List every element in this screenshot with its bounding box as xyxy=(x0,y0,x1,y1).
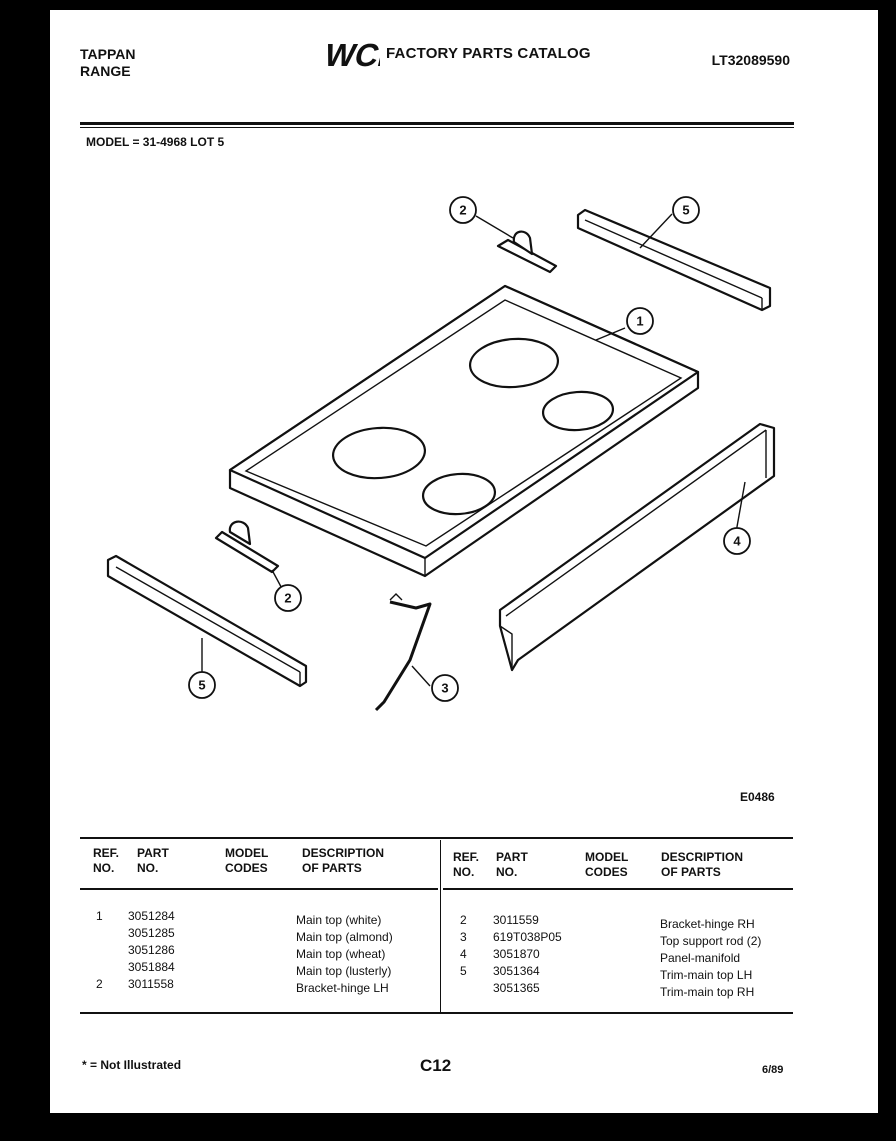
header-rule-thin xyxy=(80,127,794,128)
table-header-rule-left xyxy=(80,888,438,890)
parts-catalog-page: TAPPAN RANGE WCI FACTORY PARTS CATALOG L… xyxy=(50,10,878,1113)
header-ref-no-right: REF.NO. xyxy=(453,850,480,879)
brand-name: TAPPAN xyxy=(80,46,136,62)
bracket-hinge-rh-part xyxy=(496,230,558,274)
svg-text:5: 5 xyxy=(682,203,689,218)
catalog-header: WCI FACTORY PARTS CATALOG xyxy=(320,36,591,70)
wci-logo-icon: WCI xyxy=(321,37,380,70)
svg-text:1: 1 xyxy=(636,314,643,329)
svg-text:3: 3 xyxy=(441,681,448,696)
svg-text:2: 2 xyxy=(284,591,291,606)
trim-rh-part xyxy=(576,208,772,312)
callout-1: 1 xyxy=(626,307,654,335)
table-divider xyxy=(440,840,441,1012)
exploded-parts-diagram: 1 2 2 3 4 5 5 xyxy=(106,196,776,712)
bracket-hinge-lh-part xyxy=(214,520,280,574)
product-type: RANGE xyxy=(80,63,131,79)
not-illustrated-note: * = Not Illustrated xyxy=(82,1058,182,1072)
table-top-rule xyxy=(80,837,793,839)
page-code: C12 xyxy=(420,1056,452,1075)
support-rod-part xyxy=(374,593,432,712)
revision-date: 6/89 xyxy=(762,1064,784,1076)
callout-5-top: 5 xyxy=(672,196,700,224)
header-rule xyxy=(80,122,794,125)
table-header-rule-right xyxy=(443,888,793,890)
svg-text:5: 5 xyxy=(198,678,205,693)
catalog-title: FACTORY PARTS CATALOG xyxy=(386,44,591,62)
catalog-number: LT32089590 xyxy=(711,52,790,68)
main-top-part xyxy=(228,284,700,578)
callout-3: 3 xyxy=(431,674,459,702)
header-ref-no-left: REF.NO. xyxy=(93,846,120,875)
callout-2-bottom: 2 xyxy=(274,584,302,612)
svg-text:2: 2 xyxy=(459,203,466,218)
trim-lh-part xyxy=(106,554,308,688)
brand-block: TAPPAN RANGE xyxy=(80,46,135,80)
model-line: MODEL = 31-4968 LOT 5 xyxy=(86,135,225,149)
logo-text: WCI xyxy=(321,37,380,70)
callout-4: 4 xyxy=(723,527,751,555)
svg-text:4: 4 xyxy=(733,534,741,549)
table-bottom-rule xyxy=(80,1012,793,1014)
callout-5-bottom: 5 xyxy=(188,671,216,699)
diagram-code: E0486 xyxy=(740,790,775,804)
callout-2-top: 2 xyxy=(449,196,477,224)
panel-manifold-part xyxy=(498,422,776,672)
